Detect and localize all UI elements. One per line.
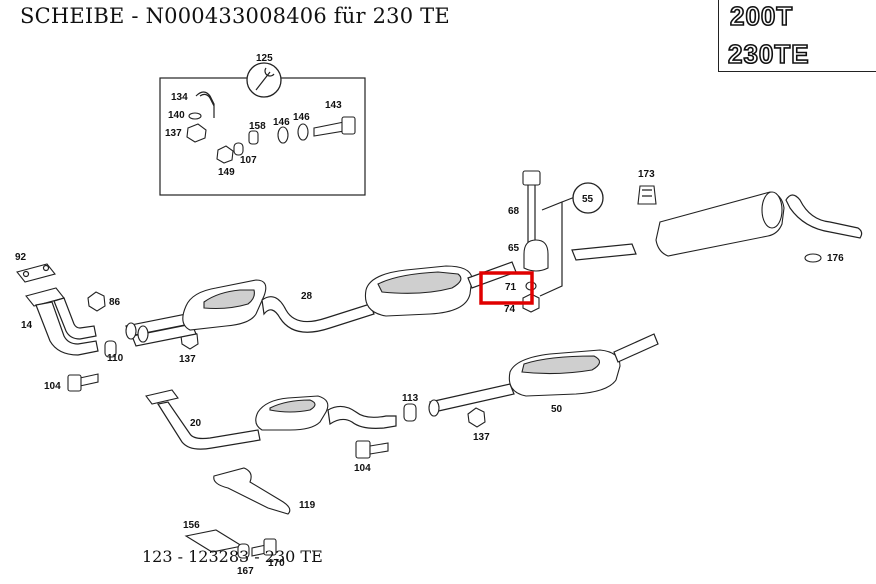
part-14-downpipe-a — [35, 301, 99, 356]
part-label-158[interactable]: 158 — [249, 121, 266, 132]
part-140-washer — [188, 112, 202, 120]
part-167 — [237, 543, 250, 559]
part-86-nut — [87, 291, 106, 312]
part-158 — [248, 130, 259, 145]
part-110-clamp — [104, 340, 117, 358]
part-label-125[interactable]: 125 — [256, 53, 273, 64]
part-20-flange — [145, 389, 179, 405]
part-104-bolt-lower — [355, 440, 371, 459]
upper-exhaust-assembly — [16, 170, 863, 392]
highlight-box[interactable] — [479, 271, 534, 305]
part-label-176[interactable]: 176 — [827, 253, 844, 264]
part-65-rubber-mount — [523, 239, 549, 272]
part-146-washer-a — [277, 126, 289, 144]
page-title: SCHEIBE - N000433008406 für 230 TE — [20, 4, 450, 28]
wrench-icon-shape — [255, 67, 275, 91]
part-92-gasket — [16, 263, 56, 283]
part-label-146[interactable]: 146 — [293, 112, 310, 123]
lower-exhaust-assembly — [145, 333, 659, 559]
lower-tailpipe — [613, 333, 659, 363]
lower-mid-pipe — [327, 405, 397, 429]
highlight-selection[interactable]: 71 — [479, 271, 534, 305]
part-label-104[interactable]: 104 — [354, 463, 371, 474]
part-label-86[interactable]: 86 — [109, 297, 121, 308]
part-label-74[interactable]: 74 — [504, 304, 516, 315]
part-176-washer — [804, 253, 822, 263]
part-134-pipe — [195, 91, 215, 118]
part-68-bolt-head — [522, 170, 541, 186]
part-label-167[interactable]: 167 — [237, 566, 254, 577]
part-label-92[interactable]: 92 — [15, 252, 27, 263]
part-label-143[interactable]: 143 — [325, 100, 342, 111]
part-label-119[interactable]: 119 — [299, 500, 316, 511]
part-label-68[interactable]: 68 — [508, 206, 520, 217]
part-137-nut — [186, 123, 207, 143]
badge-200t: 200T — [730, 1, 793, 31]
part-label-170[interactable]: 170 — [268, 558, 285, 569]
part-label-149[interactable]: 149 — [218, 167, 235, 178]
part-label-134[interactable]: 134 — [171, 92, 188, 103]
part-68-bolt-shank — [527, 185, 536, 246]
part-label-173[interactable]: 173 — [638, 169, 655, 180]
footer-model-code: 123 - 123283 - 230 TE — [142, 547, 323, 566]
part-label-156[interactable]: 156 — [183, 520, 200, 531]
part-28-pipe — [261, 296, 375, 333]
part-104-bolt-upper — [67, 374, 82, 392]
part-113-clamp — [403, 403, 417, 422]
part-label-71[interactable]: 71 — [505, 282, 517, 293]
part-107-spring — [233, 142, 244, 156]
rear-intermediate-pipe — [571, 243, 637, 261]
tailpipe — [785, 194, 863, 239]
part-119-bracket — [213, 467, 291, 515]
part-label-137[interactable]: 137 — [179, 354, 196, 365]
part-label-50[interactable]: 50 — [551, 404, 563, 415]
ref-circle-55 — [572, 182, 604, 214]
part-label-14[interactable]: 14 — [21, 320, 33, 331]
badge-230te: 230TE — [728, 39, 810, 69]
part-label-137[interactable]: 137 — [165, 128, 182, 139]
part-146-washer-b — [297, 123, 309, 141]
part-173-hanger — [637, 185, 657, 205]
part-137-nut-lower — [467, 407, 486, 428]
part-label-146[interactable]: 146 — [273, 117, 290, 128]
part-label-28[interactable]: 28 — [301, 291, 313, 302]
part-143-bolt-head — [341, 116, 356, 135]
part-label-110[interactable]: 110 — [107, 353, 124, 364]
part-170-bolt — [263, 538, 277, 556]
part-label-137[interactable]: 137 — [473, 432, 490, 443]
part-label-20[interactable]: 20 — [190, 418, 202, 429]
part-label-55[interactable]: 55 — [582, 194, 594, 205]
part-149-nut — [216, 145, 234, 164]
part-label-107[interactable]: 107 — [240, 155, 257, 166]
part-labels: 125 134 140 137 158 146 146 143 107 149 … — [15, 53, 844, 577]
model-badges: 200T 230TE — [727, 0, 810, 70]
part-label-65[interactable]: 65 — [508, 243, 520, 254]
lower-front-rear-pipe — [429, 383, 515, 413]
part-20-downpipe — [157, 401, 261, 450]
part-label-113[interactable]: 113 — [402, 393, 419, 404]
part-label-104[interactable]: 104 — [44, 381, 61, 392]
part-143-bolt-shank — [313, 121, 345, 137]
hardware-kit-box — [159, 62, 366, 196]
front-pipe-b — [131, 323, 197, 347]
part-14-downpipe-b — [53, 297, 97, 340]
part-label-140[interactable]: 140 — [168, 110, 185, 121]
model-badge-box — [718, 0, 876, 72]
